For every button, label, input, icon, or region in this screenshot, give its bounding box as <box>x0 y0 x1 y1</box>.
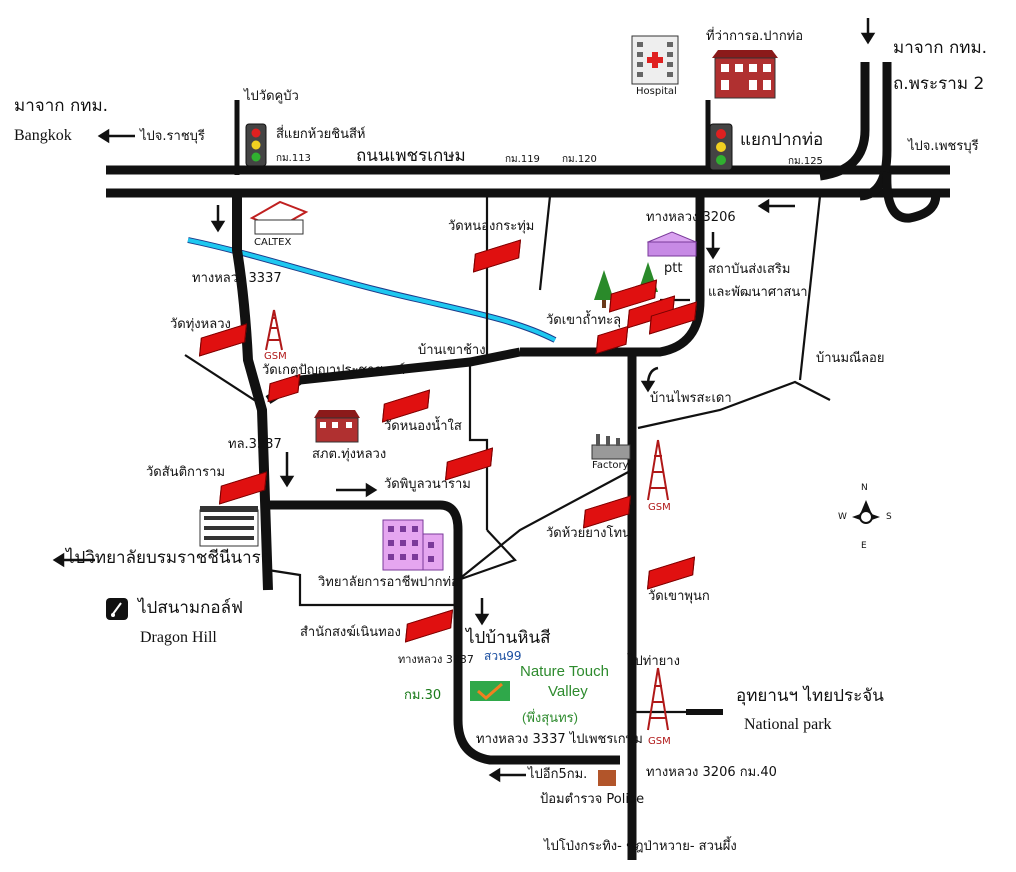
ban-khao-chang-label: บ้านเขาช้าง <box>418 343 486 358</box>
vocational-college-label: วิทยาลัยการอาชีพปากท่อ <box>318 575 459 590</box>
hwy3206-label: ทางหลวง 3206 <box>646 210 736 225</box>
nature-touch-label-1: Nature Touch <box>520 663 609 680</box>
wat-huai-yang-phon-label: วัดห้วยยางโทน <box>546 526 631 541</box>
caltex-station-icon <box>249 200 309 235</box>
to-ban-hin-si-label: ไปบ้านหินสี <box>466 628 551 648</box>
km30-label: กม.30 <box>404 688 442 703</box>
traffic-light-icon <box>709 123 733 171</box>
hwy3206-km40-label: ทางหลวง 3206 กม.40 <box>646 765 777 780</box>
religion-institute-label-2: และพัฒนาศาสนา <box>708 285 808 300</box>
hospital-icon <box>631 35 679 85</box>
to-tha-yang-label: ไปท่ายาง <box>628 654 680 669</box>
religion-institute-label-1: สถาบันส่งเสริม <box>708 262 791 277</box>
national-park-english-label: National park <box>744 716 832 733</box>
college-building-icon <box>382 519 444 571</box>
hospital-label: Hospital <box>636 86 677 97</box>
to-wat-khubua-label: ไปวัดคูบัว <box>244 89 299 104</box>
minor-roads <box>184 195 831 715</box>
hwy3337-top-label: ทางหลวง 3337 <box>192 271 282 286</box>
compass-w: W <box>838 512 847 522</box>
compass-icon <box>852 500 880 524</box>
from-bangkok-left: มาจาก กทม. <box>14 96 109 116</box>
gsm-label-2: GSM <box>648 502 671 513</box>
to-golf-label: ไปสนามกอล์ฟ <box>138 598 244 618</box>
phetkasem-highway <box>106 165 950 198</box>
km119-label: กม.119 <box>505 154 540 165</box>
to-ratchaburi-label: ไปจ.ราชบุรี <box>140 129 205 144</box>
wat-ket-panya-label: วัดเกตุปัญญาประชาสรรค์ <box>262 363 406 378</box>
phetkasem-road-label: ถนนเพชรเกษม <box>356 146 466 166</box>
wat-phibun-label: วัดพิบูลวนาราม <box>384 477 471 492</box>
ban-phrai-sadao-label: บ้านไพรสะเดา <box>650 391 732 406</box>
to-bottom-label: ไปโป่งกระทิง- ชัฎป่าหวาย- สวนผึ้ง <box>544 839 737 854</box>
dragon-hill-label: Dragon Hill <box>140 629 217 646</box>
hwy3337-to-phetkasem-label: ทางหลวง 3337 ไปเพชรเกษม <box>476 732 643 747</box>
nature-touch-label-2: Valley <box>548 683 588 700</box>
destination-marker <box>470 681 510 701</box>
road-3206 <box>520 100 711 860</box>
to-rajabhat-label: ไปวิทยาลัยบรมราชชีนีนารถ <box>66 548 272 568</box>
ptt-label: ptt <box>664 261 683 276</box>
factory-icon <box>591 434 631 460</box>
ban-manee-loi-label: บ้านมณีลอย <box>816 351 885 366</box>
factory-label: Factory <box>592 460 629 471</box>
bangkok-label: Bangkok <box>14 127 72 144</box>
wat-nong-nam-sai-label: วัดหนองน้ำใส <box>384 419 462 434</box>
wat-khao-phunok-label: วัดเขาพุนก <box>648 589 710 604</box>
to-phetchaburi-label: ไปจ.เพชรบุรี <box>908 139 979 154</box>
police-thung-luang-label: สภต.ทุ่งหลวง <box>312 447 387 462</box>
ptt-station-icon <box>646 231 698 257</box>
wat-thung-luang-label: วัดทุ่งหลวง <box>170 317 231 332</box>
gsm-label-3: GSM <box>648 736 671 747</box>
km120-label: กม.120 <box>562 154 597 165</box>
samnak-song-label: สำนักสงฆ์เนินทอง <box>300 625 401 640</box>
rama2-road <box>819 62 941 223</box>
gsm-label-1: GSM <box>264 351 287 362</box>
police-box-label: ป้อมตำรวจ Police <box>540 792 645 807</box>
huai-chin-si-label: สี่แยกห้วยชินสีห์ <box>276 127 366 142</box>
school-building-icon <box>199 506 259 547</box>
compass-e: E <box>861 541 867 551</box>
compass-n: N <box>861 483 868 493</box>
hwy3337-bottom-label: ทางหลวง 3337 <box>398 653 474 666</box>
gsm-tower-icon <box>265 309 669 731</box>
hwy3337-mid-label: ทล.3337 <box>228 437 282 452</box>
suan99-label: สวน99 <box>484 649 522 663</box>
district-office-icon <box>712 50 778 99</box>
wat-khao-tham-thalu-label: วัดเขาถ้ำทะลุ <box>546 313 622 328</box>
km113-label: กม.113 <box>276 153 311 164</box>
nature-touch-label-3: (พึ่งสุนทร) <box>522 710 578 725</box>
police-box-icon <box>598 770 616 786</box>
police-station-icon <box>314 410 360 443</box>
km125-label: กม.125 <box>788 156 823 167</box>
wat-santikaram-label: วัดสันติการาม <box>146 465 226 480</box>
rama2-label: ถ.พระราม 2 <box>893 74 985 94</box>
from-bangkok-right: มาจาก กทม. <box>893 38 988 58</box>
pak-tho-junction-label: แยกปากท่อ <box>740 130 824 150</box>
compass-s: S <box>886 512 892 522</box>
district-office-label: ที่ว่าการอ.ปากท่อ <box>706 29 804 44</box>
wat-nong-krathum-label: วัดหนองกระทุ่ม <box>448 219 535 234</box>
national-park-thai-label: อุทยานฯ ไทยประจัน <box>736 686 884 706</box>
direction-arrows <box>52 18 876 783</box>
caltex-label: CALTEX <box>254 237 292 248</box>
go-5km-label: ไปอีก5กม. <box>528 767 588 782</box>
traffic-light-icon <box>245 123 267 167</box>
golf-icon <box>106 598 128 620</box>
